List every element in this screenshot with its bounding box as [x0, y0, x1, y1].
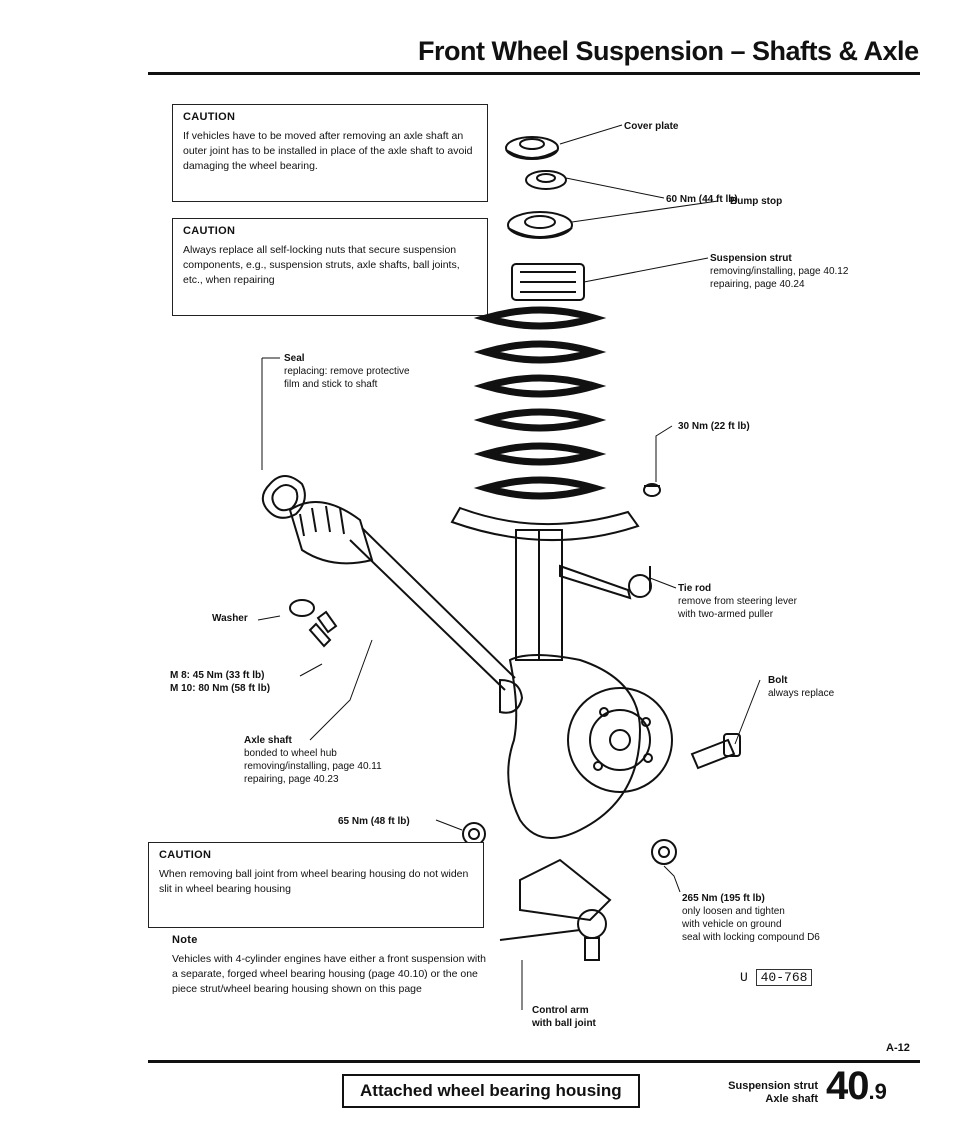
page-number-sub: .9 — [868, 1079, 887, 1104]
label-title: 265 Nm (195 ft lb) — [682, 893, 765, 904]
stamp-number: 40-768 — [755, 969, 813, 986]
footer-section-line: Axle shaft — [765, 1093, 818, 1105]
washer-bolt-part — [289, 599, 338, 648]
nut-30-part — [643, 483, 661, 497]
label-title: Bolt — [768, 675, 788, 686]
label-text: Cover plate — [624, 121, 679, 132]
label-text: Washer — [212, 613, 248, 624]
label-tie-rod: Tie rod remove from steering lever with … — [678, 582, 797, 621]
label-line: seal with locking compound D6 — [682, 932, 820, 943]
caution-title: CAUTION — [159, 849, 212, 861]
header-rule — [148, 72, 920, 75]
footer-section-label: Suspension strut Axle shaft — [700, 1080, 818, 1106]
caution-title: CAUTION — [183, 225, 236, 237]
strut-body-part — [515, 529, 563, 661]
tie-rod-part — [559, 564, 652, 600]
label-line: M 8: 45 Nm (33 ft lb) — [170, 670, 265, 681]
label-m-bolts: M 8: 45 Nm (33 ft lb) M 10: 80 Nm (58 ft… — [170, 669, 270, 695]
nut-part — [525, 170, 567, 190]
cover-plate-part — [505, 136, 559, 160]
wheel-bearing-housing-part — [507, 654, 642, 839]
label-axle-shaft: Axle shaft bonded to wheel hub removing/… — [244, 734, 382, 786]
label-washer: Washer — [212, 612, 248, 625]
label-text: 60 Nm (44 ft lb) — [666, 194, 738, 205]
caution-box-bottom: CAUTION When removing ball joint from wh… — [148, 842, 484, 928]
bolt-part — [690, 733, 741, 770]
label-line: with vehicle on ground — [682, 919, 782, 930]
footer-page-number: 40.9 — [826, 1064, 887, 1109]
note-block: Note Vehicles with 4-cylinder engines ha… — [172, 934, 492, 997]
page-number-main: 40 — [826, 1064, 869, 1108]
spring-seat-part — [450, 506, 640, 541]
hub-flange-part — [567, 687, 673, 793]
label-torque-30: 30 Nm (22 ft lb) — [678, 420, 750, 433]
archive-stamp: U 40-768 — [740, 969, 813, 986]
label-cover-plate: Cover plate — [624, 120, 678, 133]
label-line: removing/installing, page 40.11 — [244, 761, 382, 772]
label-line: film and stick to shaft — [284, 379, 378, 390]
strut-top-part — [511, 263, 585, 301]
label-title: Suspension strut — [710, 253, 792, 264]
footer-section-box: Attached wheel bearing housing — [342, 1074, 640, 1108]
label-line: remove from steering lever — [678, 596, 797, 607]
label-line: removing/installing, page 40.12 — [710, 266, 849, 277]
nut-265-part — [651, 839, 677, 865]
label-seal: Seal replacing: remove protective film a… — [284, 352, 410, 391]
label-line: M 10: 80 Nm (58 ft lb) — [170, 683, 271, 694]
control-arm-part — [499, 858, 612, 961]
label-line: with ball joint — [532, 1018, 596, 1029]
label-title: Control arm — [532, 1005, 589, 1016]
note-title: Note — [172, 934, 198, 946]
label-text: 65 Nm (48 ft lb) — [338, 816, 410, 827]
page-title: Front Wheel Suspension – Shafts & Axle — [418, 36, 919, 66]
caution-box-top-2: CAUTION Always replace all self-locking … — [172, 218, 488, 316]
label-title: Tie rod — [678, 583, 712, 594]
label-title: Axle shaft — [244, 735, 292, 746]
label-torque-265: 265 Nm (195 ft lb) only loosen and tight… — [682, 892, 820, 944]
label-line: only loosen and tighten — [682, 906, 785, 917]
label-text: 30 Nm (22 ft lb) — [678, 421, 750, 432]
caution-title: CAUTION — [183, 111, 236, 123]
label-text: Bump stop — [730, 196, 783, 207]
page-code: A-12 — [886, 1042, 910, 1054]
caution-text: When removing ball joint from wheel bear… — [159, 868, 469, 895]
seal-part — [261, 475, 306, 519]
note-text: Vehicles with 4-cylinder engines have ei… — [172, 953, 487, 995]
label-torque-65: 65 Nm (48 ft lb) — [338, 815, 410, 828]
footer-section-line: Suspension strut — [728, 1080, 818, 1092]
stamp-prefix: U — [740, 970, 748, 985]
axle-shaft-part — [288, 501, 524, 714]
label-torque-60: 60 Nm (44 ft lb) — [666, 193, 738, 206]
caution-text: Always replace all self-locking nuts tha… — [183, 244, 460, 286]
label-suspension-strut: Suspension strut removing/installing, pa… — [710, 252, 848, 291]
footer-rule — [148, 1060, 920, 1063]
label-control-arm: Control arm with ball joint — [532, 1004, 596, 1030]
label-line: with two-armed puller — [678, 609, 774, 620]
label-line: repairing, page 40.24 — [710, 279, 805, 290]
label-line: bonded to wheel hub — [244, 748, 337, 759]
label-line: repairing, page 40.23 — [244, 774, 339, 785]
label-bump-stop: Bump stop — [730, 195, 782, 208]
caution-text: If vehicles have to be moved after remov… — [183, 130, 473, 172]
caution-box-top-1: CAUTION If vehicles have to be moved aft… — [172, 104, 488, 202]
bump-stop-part — [507, 211, 573, 239]
label-bolt: Bolt always replace — [768, 674, 834, 700]
label-title: Seal — [284, 353, 305, 364]
label-line: replacing: remove protective — [284, 366, 410, 377]
coil-spring-part — [473, 306, 607, 500]
label-line: always replace — [768, 688, 835, 699]
